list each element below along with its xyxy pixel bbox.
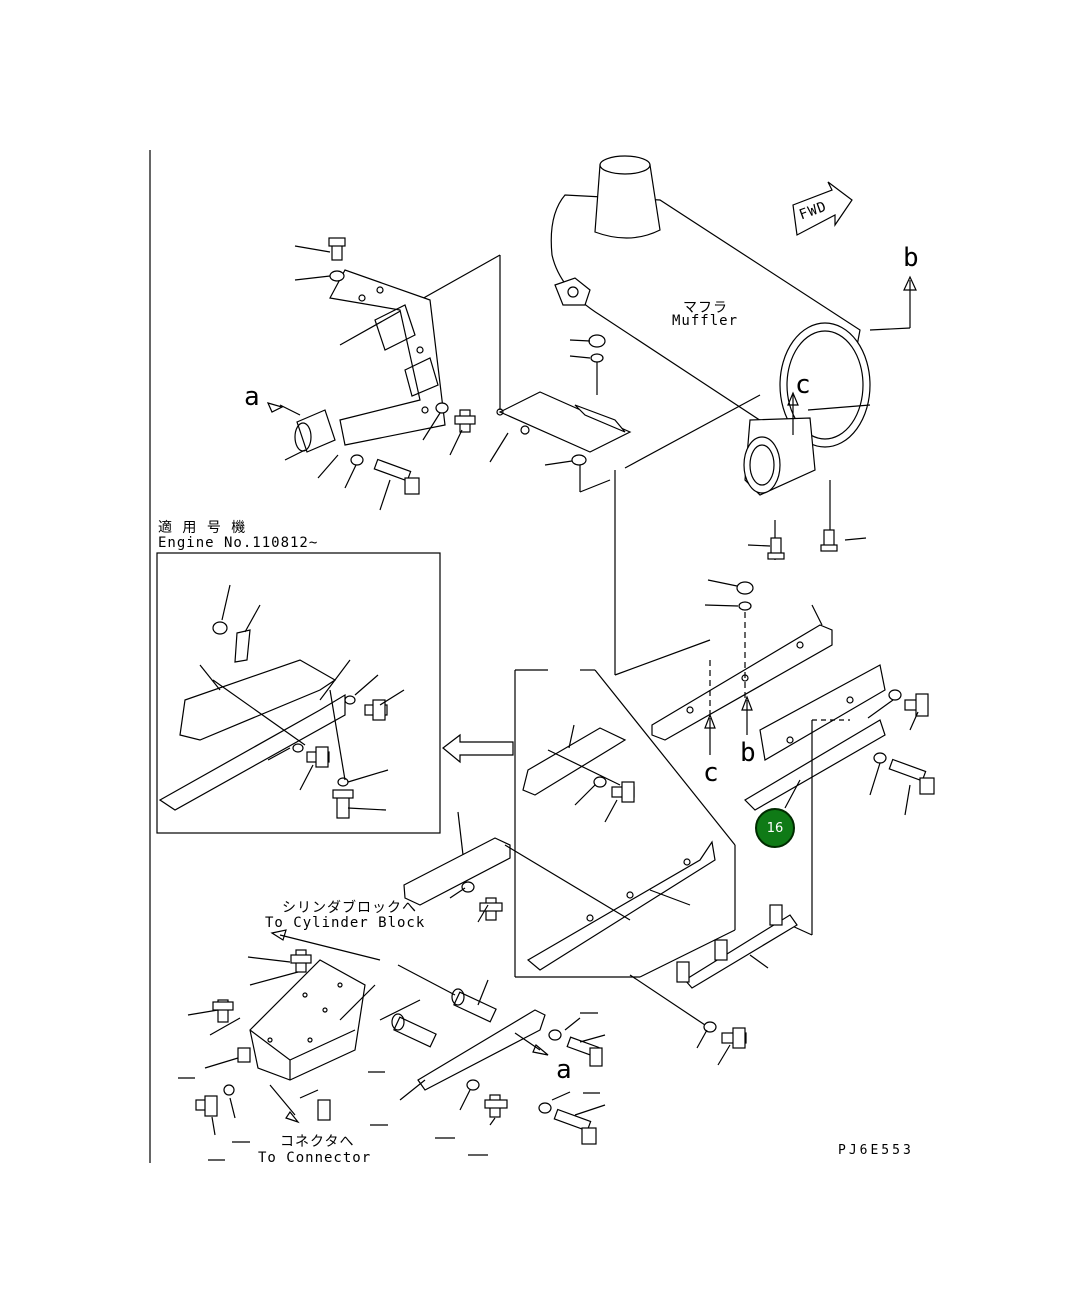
engine-no-label: Engine No.110812~ xyxy=(158,535,319,551)
drawing-code: PJ6E553 xyxy=(838,1143,914,1158)
center-panel-group xyxy=(514,669,736,978)
right-rail-top xyxy=(651,579,833,741)
ref-b-top: b xyxy=(903,243,920,273)
connector-label-en: To Connector xyxy=(258,1150,372,1166)
muffler-label-en: Muffler xyxy=(672,313,739,329)
upper-bracket xyxy=(339,254,761,676)
muffler-bolts xyxy=(747,529,867,560)
ref-arrows-mid xyxy=(704,695,753,755)
ref-a-top: a xyxy=(244,382,261,412)
arrow-to-inset-icon xyxy=(442,733,514,764)
ref-a-bottom: a xyxy=(556,1055,573,1085)
applicable-label-jp: 適 用 号 機 xyxy=(158,520,247,536)
ref-c-muffler: c xyxy=(795,370,812,400)
upper-left-bracket xyxy=(266,237,476,511)
ref-c-mid: c xyxy=(703,758,720,788)
lower-right-bar xyxy=(629,904,798,1066)
inset-box xyxy=(156,552,441,834)
muffler xyxy=(550,155,871,496)
right-plate xyxy=(744,664,935,936)
connector-label-jp: コネクタへ xyxy=(280,1134,355,1150)
lower-center-assembly xyxy=(379,964,606,1145)
slotted-bar-left xyxy=(403,811,631,923)
muffler-label-jp: マフラ xyxy=(683,300,728,316)
cylinder-label-jp: シリンダブロックへ xyxy=(282,900,417,916)
dash-marks xyxy=(178,1012,600,1161)
cylinder-arrow xyxy=(270,929,381,961)
cylinder-label-en: To Cylinder Block xyxy=(265,915,426,931)
callout-badge-16[interactable]: 16 xyxy=(755,808,795,848)
ref-b-mid: b xyxy=(740,738,757,768)
lower-left-block xyxy=(187,949,376,1136)
fwd-arrow-icon xyxy=(792,181,853,236)
